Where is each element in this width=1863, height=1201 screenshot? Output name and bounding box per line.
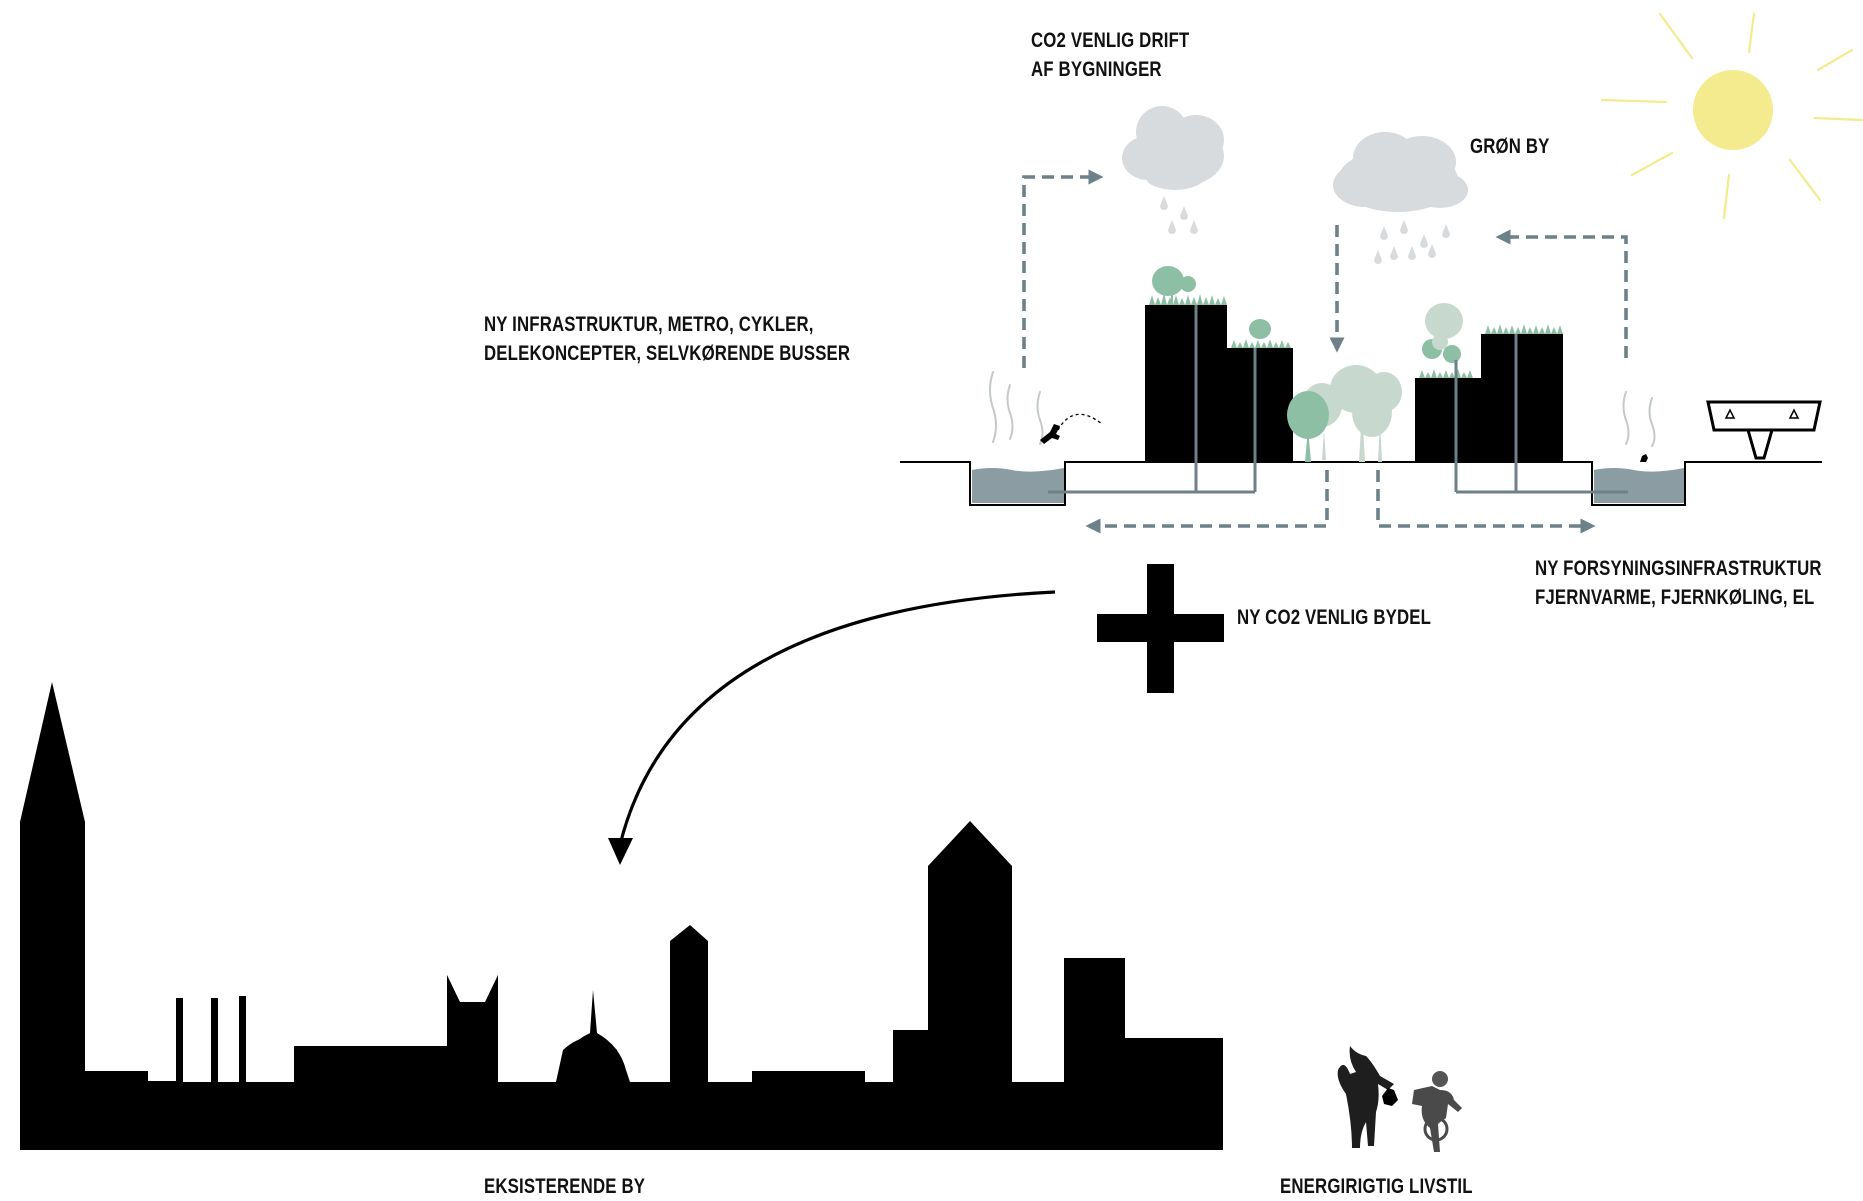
water-basin xyxy=(1594,468,1684,503)
label-bydel: NY CO2 VENLIG BYDEL xyxy=(1237,603,1431,632)
ground-section xyxy=(900,461,1822,506)
label-gron-by: GRØN BY xyxy=(1470,132,1550,161)
label-line: NY INFRASTRUKTUR, METRO, CYKLER, xyxy=(484,313,814,336)
swimmer-icon xyxy=(1040,413,1103,444)
label-line: AF BYGNINGER xyxy=(1031,58,1162,81)
label-line: ENERGIRIGTIG LIVSTIL xyxy=(1280,1175,1473,1198)
label-co2-drift: CO2 VENLIG DRIFT AF BYGNINGER xyxy=(1031,26,1189,84)
label-forsyning: NY FORSYNINGSINFRASTRUKTUR FJERNVARME, F… xyxy=(1535,554,1822,612)
people-icon xyxy=(1337,1046,1462,1152)
tree-icon xyxy=(1287,365,1402,462)
label-line: NY CO2 VENLIG BYDEL xyxy=(1237,606,1432,629)
bridge-icon xyxy=(1706,400,1822,460)
city-skyline-silhouette xyxy=(20,821,1223,1150)
label-infrastruktur: NY INFRASTRUKTUR, METRO, CYKLER, DELEKON… xyxy=(484,310,850,368)
cloud-icon xyxy=(1333,132,1468,264)
cloud-icon xyxy=(1122,106,1224,234)
flow-arrow xyxy=(1022,169,1628,534)
green-roof xyxy=(1149,293,1563,378)
heat-wave-icon xyxy=(989,371,1656,447)
duck-icon xyxy=(1640,454,1648,462)
label-line: NY FORSYNINGSINFRASTRUKTUR xyxy=(1535,557,1822,580)
label-line: GRØN BY xyxy=(1470,135,1550,158)
label-line: DELEKONCEPTER, SELVKØRENDE BUSSER xyxy=(484,342,851,365)
label-line: EKSISTERENDE BY xyxy=(484,1175,646,1198)
curved-arrow xyxy=(608,590,1056,865)
pipe-network xyxy=(1048,305,1628,494)
label-line: FJERNVARME, FJERNKØLING, EL xyxy=(1535,586,1815,609)
city-skyline-silhouette xyxy=(20,682,630,1150)
label-eksisterende-by: EKSISTERENDE BY xyxy=(484,1172,645,1201)
label-livstil: ENERGIRIGTIG LIVSTIL xyxy=(1280,1172,1473,1201)
label-line: CO2 VENLIG DRIFT xyxy=(1031,29,1190,52)
plus-icon xyxy=(1097,564,1224,693)
sun-icon xyxy=(1600,12,1863,220)
water-basin xyxy=(972,468,1064,503)
tree-icon xyxy=(1152,266,1463,363)
building xyxy=(1145,305,1563,462)
